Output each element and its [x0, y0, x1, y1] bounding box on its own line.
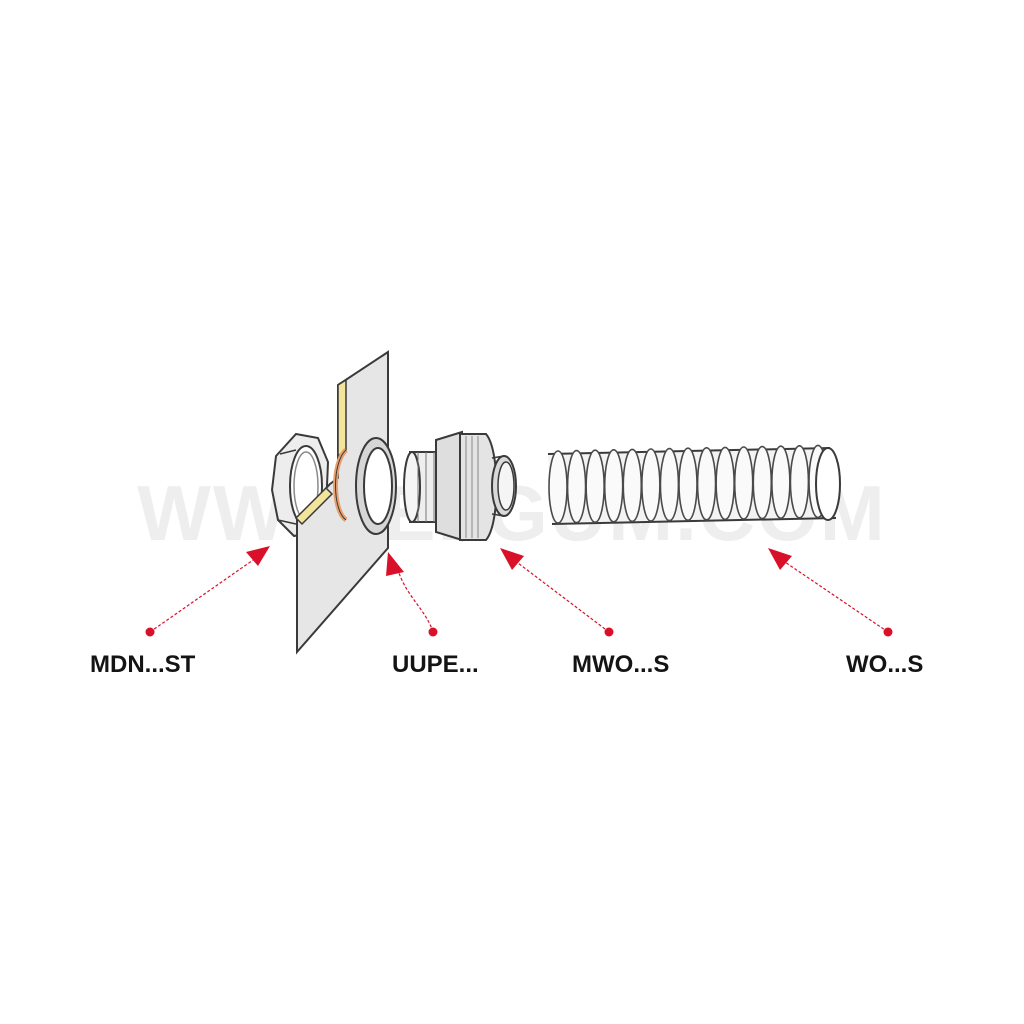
arrow-seal [386, 552, 438, 637]
conduit-ribs [548, 444, 828, 524]
arrow-conduit [768, 548, 893, 637]
conduit-rib [603, 448, 624, 523]
panel-wall [294, 350, 389, 655]
arrow-fitting [500, 548, 614, 637]
fitting-part [403, 430, 517, 542]
conduit-rib [566, 449, 587, 524]
conduit-rib [678, 447, 698, 522]
label-locknut: MDN...ST [90, 651, 196, 678]
conduit-rib [789, 444, 810, 519]
conduit-rib [659, 447, 680, 522]
conduit-rib [733, 446, 754, 520]
conduit-rib [585, 449, 605, 524]
conduit-rib [622, 448, 643, 523]
conduit-rib [715, 446, 735, 521]
seal-ring [355, 437, 397, 535]
arrow-locknut [145, 546, 270, 637]
label-seal: UUPE... [392, 651, 479, 678]
label-conduit: WO...S [846, 651, 923, 678]
conduit-rib [641, 448, 661, 522]
conduit-rib [771, 445, 791, 520]
conduit-rib [548, 450, 568, 524]
conduit-rib [752, 445, 773, 520]
conduit-part [547, 444, 841, 525]
label-fitting: MWO...S [572, 651, 669, 678]
conduit-rib [696, 446, 717, 521]
